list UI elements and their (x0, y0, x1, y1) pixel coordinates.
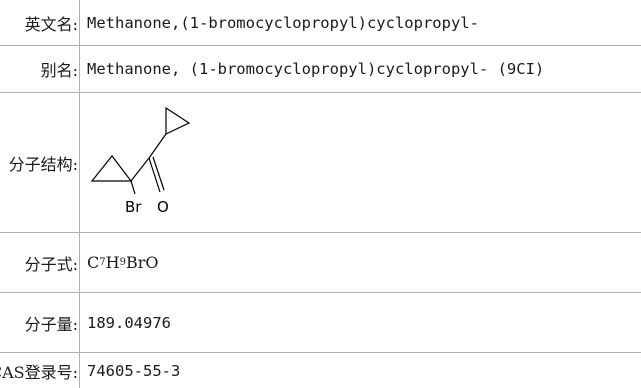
bond-c-br (130, 180, 136, 194)
alias-label: 别名: (0, 46, 80, 92)
english-name-label: 英文名: (0, 0, 80, 45)
row-structure: 分子结构: Br (0, 93, 641, 233)
row-cas: CAS登录号: 74605-55-3 (0, 353, 641, 388)
formula-h-count: 9 (119, 257, 126, 268)
structure-label: 分子结构: (0, 93, 80, 232)
formula-c: C (87, 253, 100, 272)
cyclopropyl-ring (165, 106, 191, 135)
formula-h: H (105, 253, 120, 272)
weight-value: 189.04976 (87, 313, 171, 332)
cas-label: CAS登录号: (0, 353, 80, 388)
weight-label: 分子量: (0, 293, 80, 352)
formula-c-count: 7 (99, 257, 106, 268)
structure-image: Br O (87, 93, 641, 232)
formula-rest: BrO (125, 253, 159, 272)
molecule-structure-diagram: Br O (90, 106, 191, 216)
alias-value: Methanone, (1-bromocyclopropyl)cycloprop… (87, 60, 545, 78)
formula-label: 分子式: (0, 233, 80, 292)
cas-value: 74605-55-3 (87, 361, 181, 380)
carbonyl-bond-1 (148, 157, 161, 192)
row-alias: 别名: Methanone, (1-bromocyclopropyl)cyclo… (0, 46, 641, 93)
bond-ring-carbonyl (130, 157, 150, 181)
english-name-value: Methanone,(1-bromocyclopropyl)cyclopropy… (87, 13, 479, 32)
atom-label-br: Br (125, 198, 142, 216)
bond-carbonyl-ring (148, 133, 167, 158)
row-weight: 分子量: 189.04976 (0, 293, 641, 353)
row-english-name: 英文名: Methanone,(1-bromocyclopropyl)cyclo… (0, 0, 641, 46)
bromocyclopropyl-ring (90, 154, 133, 182)
carbonyl-bond-2 (152, 156, 165, 190)
structure-label-text: 分子结构: (8, 154, 78, 174)
atom-label-o: O (157, 198, 169, 216)
